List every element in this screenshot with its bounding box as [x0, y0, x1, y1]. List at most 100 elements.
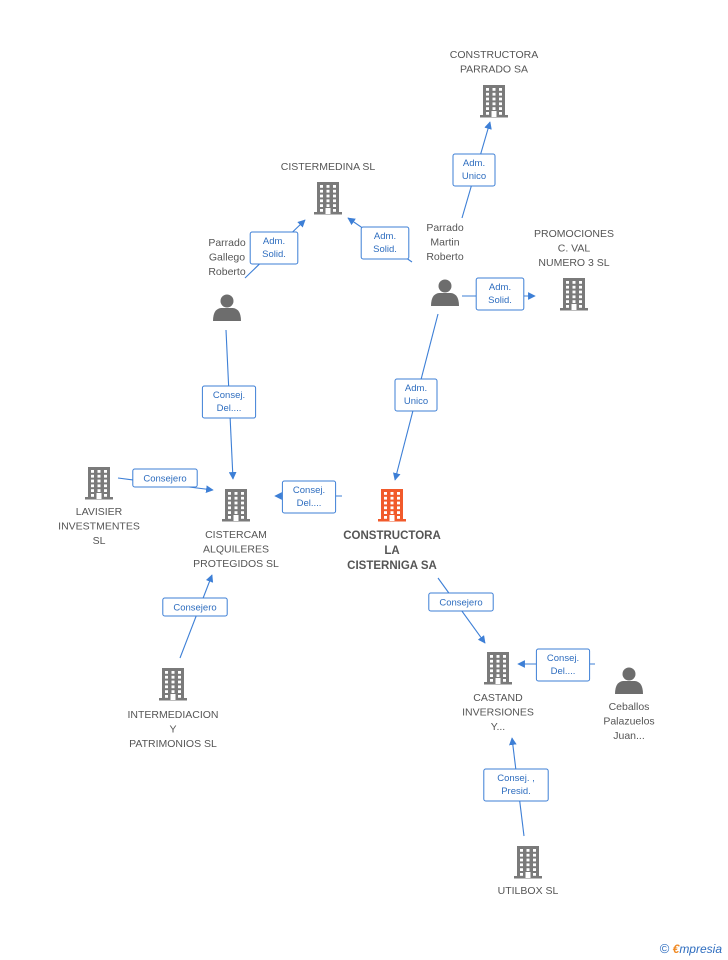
- building-window: [178, 690, 181, 693]
- person-body: [431, 293, 459, 306]
- building-window: [97, 479, 101, 483]
- building-window: [520, 853, 523, 857]
- building-window: [241, 511, 244, 514]
- node-castand[interactable]: CASTANDINVERSIONESY...: [462, 652, 534, 733]
- building-window: [397, 496, 400, 500]
- building-window: [486, 102, 489, 106]
- node-label: PROMOCIONES: [534, 228, 614, 240]
- building-window: [503, 659, 506, 663]
- edge-intermediacion-to-cistercam: Consejero: [162, 574, 228, 659]
- building-window: [490, 659, 493, 663]
- building-window: [326, 189, 330, 193]
- building-window: [171, 680, 175, 684]
- building-window: [397, 492, 400, 495]
- edge-label-text: Solid.: [373, 244, 397, 255]
- building-window: [171, 685, 175, 689]
- footer-brand: © €mpresia: [660, 941, 722, 956]
- building-window: [566, 290, 569, 294]
- building-window: [520, 849, 523, 852]
- edge-label-text: Unico: [404, 396, 428, 407]
- building-window: [526, 858, 530, 862]
- edge-label[interactable]: Adm.Solid.: [475, 277, 525, 311]
- edge-label-box: [201, 385, 257, 419]
- building-window: [384, 501, 387, 505]
- building-window: [228, 506, 231, 510]
- building-window: [165, 690, 168, 693]
- building-window: [526, 868, 530, 871]
- edge-label-text: Adm.: [263, 236, 285, 247]
- building-window: [486, 92, 489, 96]
- building-window: [320, 199, 323, 203]
- edge-label[interactable]: Adm. Solid.: [360, 226, 410, 260]
- edge-label[interactable]: Consej.Del....: [535, 648, 591, 682]
- building-door: [170, 694, 176, 700]
- building-window: [320, 194, 323, 198]
- node-ceballos[interactable]: CeballosPalazuelosJuan...: [603, 667, 655, 743]
- building-window: [579, 295, 582, 299]
- building-window: [486, 112, 489, 115]
- edge-label[interactable]: Consej.Del....: [281, 480, 337, 514]
- building-window: [91, 484, 94, 488]
- building-window: [490, 664, 493, 668]
- building-window: [490, 674, 493, 677]
- node-label: Gallego: [209, 252, 245, 264]
- edge-label[interactable]: Consejero: [162, 597, 228, 617]
- node-label: C. VAL: [558, 243, 591, 255]
- building-window: [533, 858, 536, 862]
- building-window: [496, 669, 500, 673]
- building-window: [241, 501, 244, 505]
- node-utilbox[interactable]: UTILBOX SL: [498, 846, 559, 897]
- building-door: [325, 208, 331, 214]
- edge-parrado-martin-to-cistermedina: Adm. Solid.: [347, 217, 413, 263]
- building-window: [499, 102, 502, 106]
- building-window: [490, 655, 493, 658]
- building-window: [503, 674, 506, 677]
- building-icon: [514, 846, 542, 879]
- edge-label[interactable]: Adm.Unico: [452, 153, 496, 187]
- building-window: [241, 506, 244, 510]
- building-window: [178, 680, 181, 684]
- building-window: [499, 97, 502, 101]
- edge-label[interactable]: Adm.Solid.: [249, 231, 299, 265]
- building-window: [496, 664, 500, 668]
- node-label: Parrado: [426, 222, 464, 234]
- node-cistermedina[interactable]: CISTERMEDINA SL: [281, 161, 376, 215]
- building-window: [326, 199, 330, 203]
- edge-label[interactable]: Adm. Unico: [394, 378, 438, 412]
- edge-label-box: [281, 480, 337, 514]
- node-label: CISTERCAM: [205, 529, 267, 541]
- node-label: Roberto: [208, 266, 246, 278]
- edge-label-text: Consej.: [547, 653, 579, 664]
- building-door: [495, 678, 501, 684]
- building-window: [492, 88, 496, 91]
- edge-parrado-martin-to-promociones-val: Adm.Solid.: [462, 277, 536, 311]
- building-window: [326, 185, 330, 188]
- node-label: Palazuelos: [603, 716, 654, 728]
- building-door: [233, 515, 239, 521]
- edge-label-box: [483, 768, 549, 802]
- building-window: [104, 479, 107, 483]
- edge-label[interactable]: Consejero: [428, 592, 494, 612]
- building-icon: [85, 467, 113, 500]
- edge-label[interactable]: Consej.Del....: [201, 385, 257, 419]
- edge-label-text: Adm.: [374, 231, 396, 242]
- edge-label[interactable]: Consej. ,Presid.: [483, 768, 549, 802]
- building-window: [492, 102, 496, 106]
- edge-label-box: [452, 153, 496, 187]
- edge-label[interactable]: Consejero: [132, 468, 198, 488]
- building-window: [496, 655, 500, 658]
- building-window: [97, 474, 101, 478]
- building-window: [496, 674, 500, 677]
- building-door: [491, 111, 497, 117]
- building-window: [499, 92, 502, 96]
- edge-label-text: Adm.: [405, 383, 427, 394]
